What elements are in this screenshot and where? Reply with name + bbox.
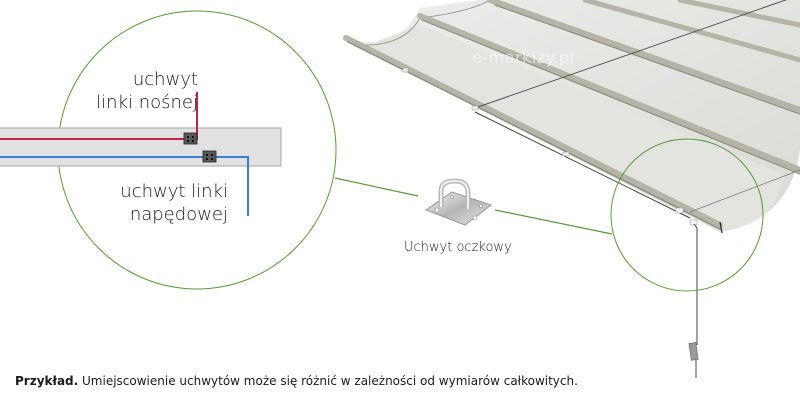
caption-bold: Przykład. [15,374,79,388]
profile-rail [417,13,800,173]
profile-rail [487,0,800,113]
drive-weight [688,342,699,361]
carrier-line-holder-label: uchwyt linki nośnej [60,68,198,114]
drive-line [0,156,249,216]
callout-connector [494,209,613,235]
drive-line-holder-label-line1: uchwyt linki [120,181,228,202]
profile-rail [582,0,800,63]
profile-rail-shadow [347,41,721,230]
fabric-edge [364,17,421,46]
profile-end [719,221,723,234]
drive-cable [474,0,788,109]
drive-line-holder-label-line2: napędowej [129,204,228,225]
carrier-line-holder-label-line2: linki nośnej [96,92,198,113]
profile-rail-shadow [421,19,800,175]
hanging-drive-line [693,223,698,345]
profile-rail-shadow [494,4,800,115]
eye-plate-icon [425,178,492,226]
caption: Przykład. Umiejscowienie uchwytów może s… [15,374,578,388]
bracket-icon [202,150,217,163]
profile-bar [0,127,282,167]
bracket-icon [183,132,198,145]
clip [675,207,684,214]
profile-cross-section [0,92,282,216]
carrier-line-holder-label-line1: uchwyt [132,69,198,90]
callout-connector [334,177,419,197]
clip [689,219,698,226]
clip [471,105,479,111]
profile-rail [677,0,800,28]
carrier-cable [474,111,691,219]
watermark: e-markizy.pl [472,48,575,67]
drive-cable [689,169,800,213]
awning-illustration [343,0,800,378]
clip [562,151,570,157]
clip [402,67,409,73]
eye-holder-label: Uchwyt oczkowy [404,240,512,255]
drive-line-holder-label: uchwyt linki napędowej [100,180,228,226]
caption-text: Umiejscowienie uchwytów może się różnić … [78,374,578,388]
endpoint-callout-circle [610,138,764,292]
fabric-panel-front [360,25,785,229]
profile-rail [343,35,723,228]
